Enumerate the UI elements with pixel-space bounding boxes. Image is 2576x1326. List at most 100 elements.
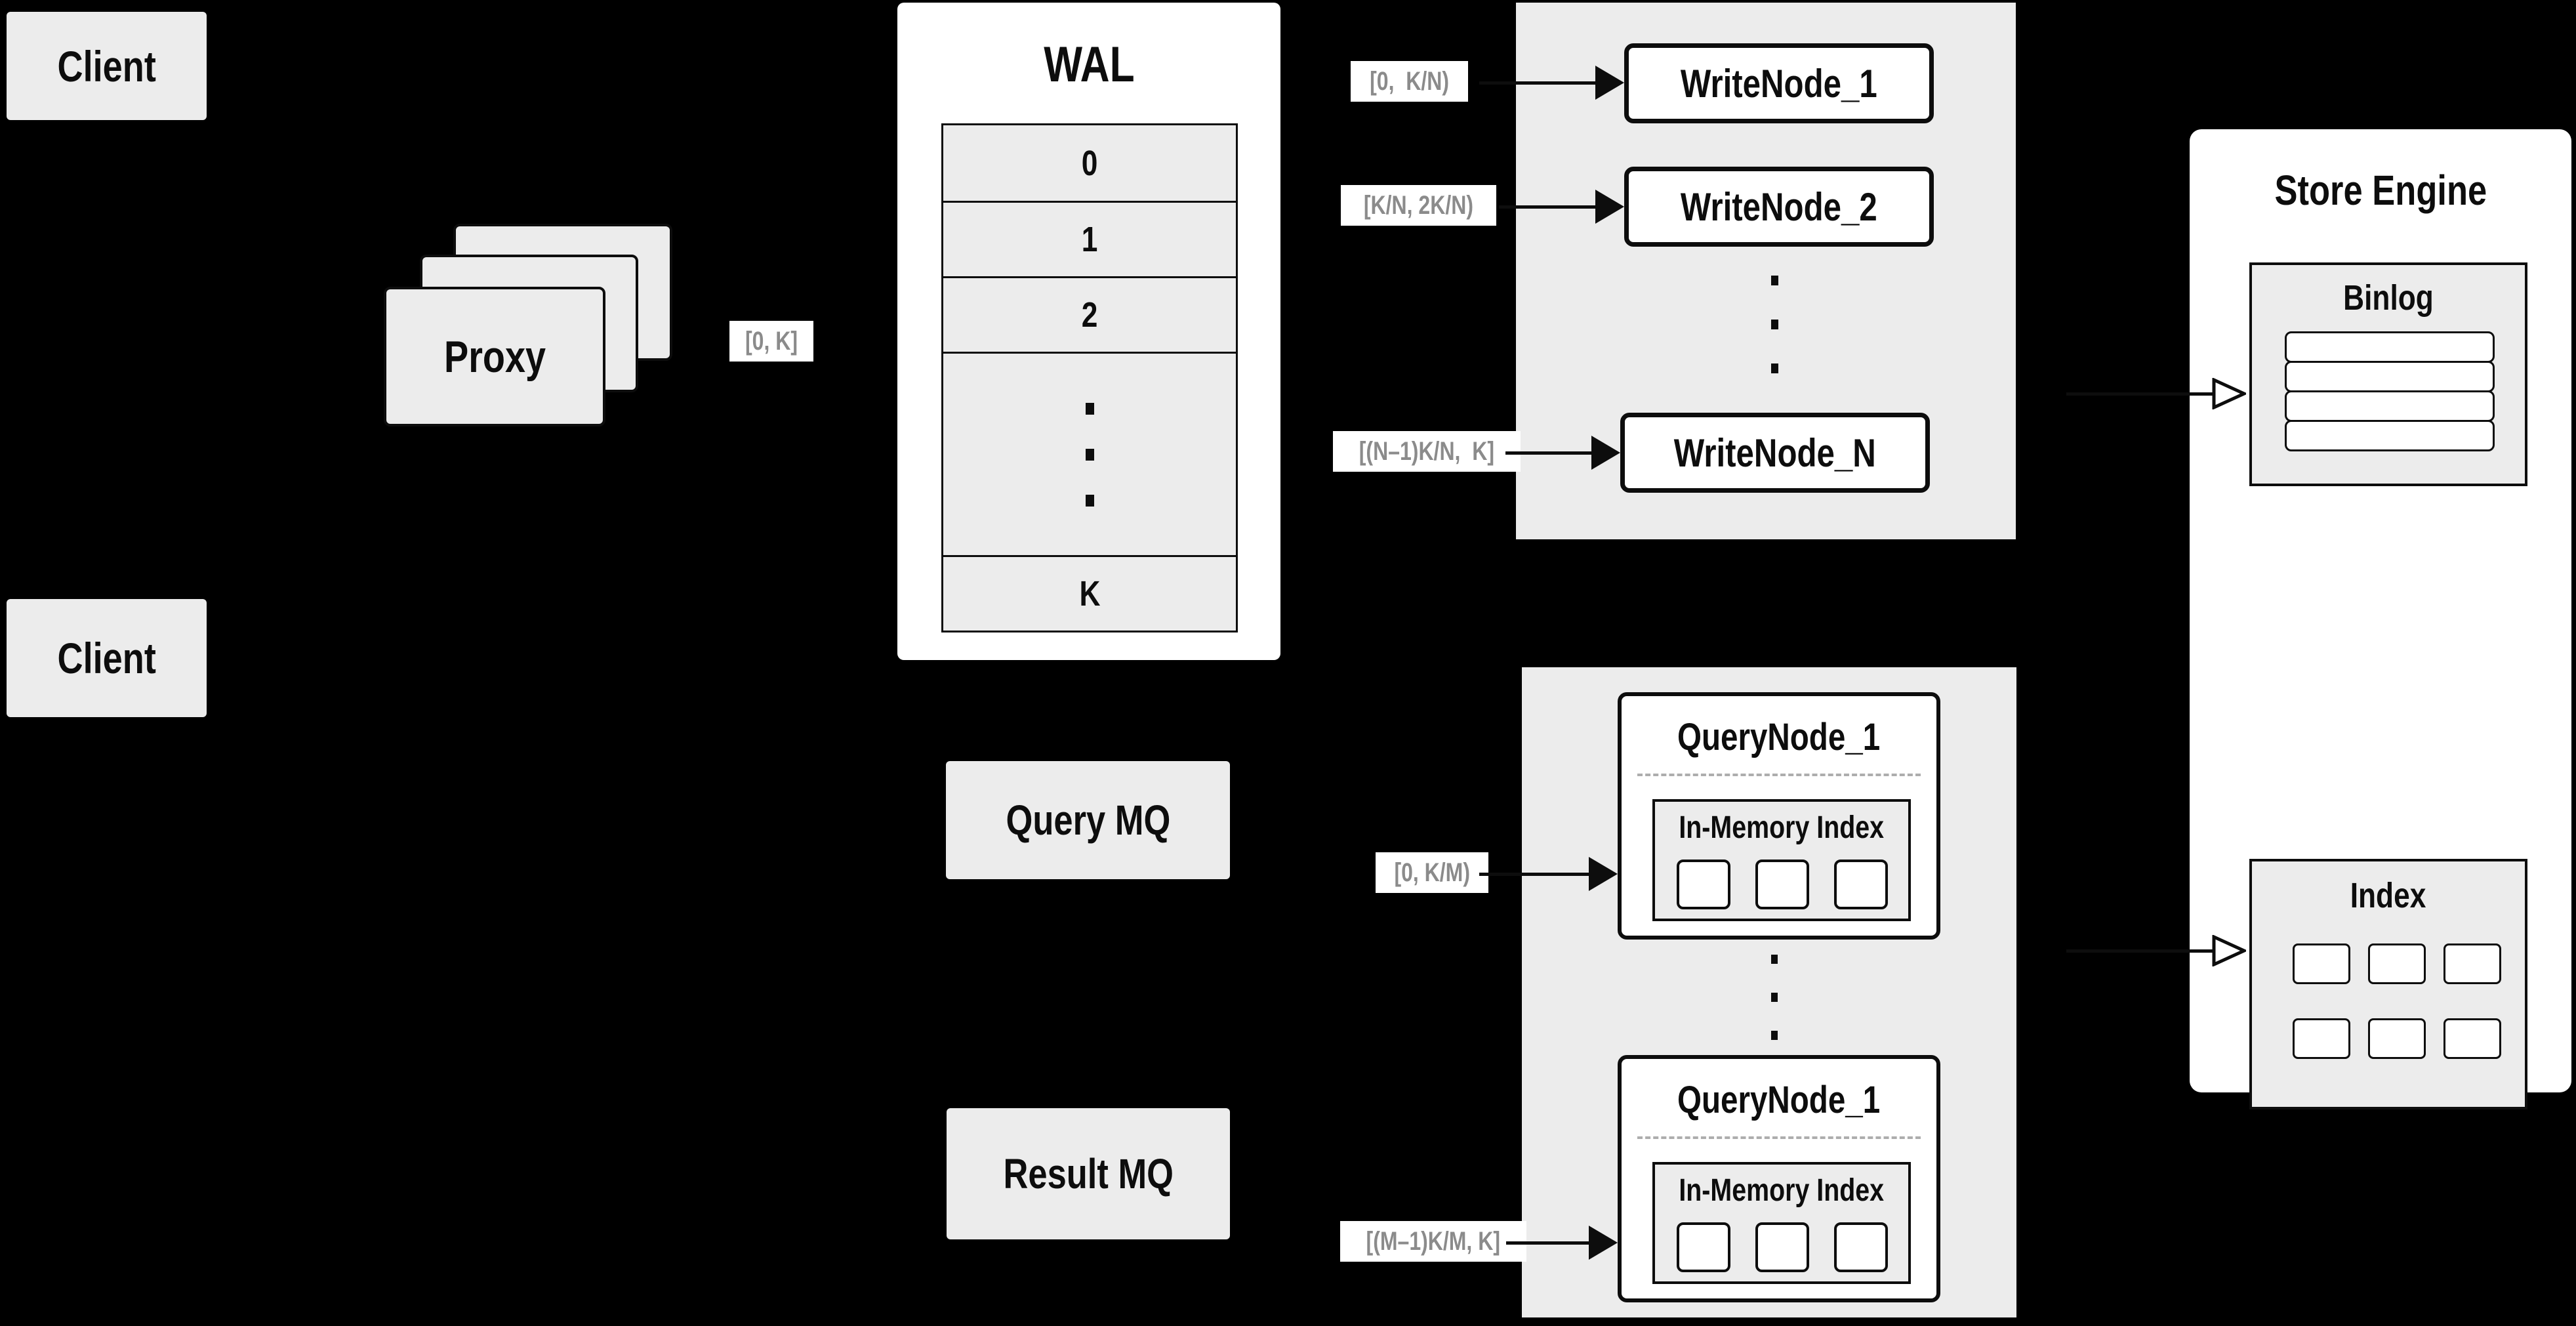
write-node-1-label: WriteNode_1 bbox=[1681, 61, 1877, 106]
index-segment bbox=[2368, 943, 2426, 984]
memory-segment bbox=[1755, 860, 1809, 909]
binlog-title-wrap: Binlog bbox=[2252, 274, 2525, 321]
index-title: Index bbox=[2350, 876, 2426, 915]
query-node-bottom-title-wrap: QueryNode_1 bbox=[1622, 1073, 1936, 1126]
arrow-line-qn-bottom bbox=[1506, 1241, 1591, 1245]
wal-segment-table: 0 1 2 K bbox=[941, 123, 1238, 632]
write-node-2-box: WriteNode_2 bbox=[1624, 167, 1934, 247]
index-segment bbox=[2443, 943, 2501, 984]
write-node-1-box: WriteNode_1 bbox=[1624, 43, 1934, 123]
proxy-label: Proxy bbox=[443, 331, 546, 382]
proxy-box-front: Proxy bbox=[384, 287, 605, 426]
client-box-top: Client bbox=[7, 12, 207, 120]
index-title-wrap: Index bbox=[2252, 872, 2525, 919]
wal-row-1: 1 bbox=[943, 201, 1236, 276]
wal-row-2: 2 bbox=[943, 276, 1236, 352]
arrowhead-qn-top-icon bbox=[1589, 857, 1618, 891]
wal-row-0-label: 0 bbox=[1081, 143, 1098, 183]
arrow-line-wn1 bbox=[1479, 81, 1597, 85]
arrow-line-wnN bbox=[1505, 451, 1594, 455]
query-node-ellipsis-icon bbox=[1771, 955, 1778, 1040]
wal-title-wrap: WAL bbox=[897, 31, 1280, 97]
query-node-bottom-title: QueryNode_1 bbox=[1677, 1078, 1881, 1121]
write-node-ellipsis-icon bbox=[1771, 276, 1778, 373]
wal-title: WAL bbox=[1043, 36, 1135, 93]
wal-row-k: K bbox=[943, 555, 1236, 631]
arrowhead-wn2-icon bbox=[1595, 190, 1624, 224]
arrow-line-index bbox=[2066, 949, 2213, 953]
query-mq-label: Query MQ bbox=[1006, 797, 1170, 844]
client-box-bottom: Client bbox=[7, 599, 207, 717]
in-memory-index-top-title-wrap: In-Memory Index bbox=[1655, 807, 1908, 848]
index-segment bbox=[2293, 943, 2350, 984]
result-mq-box: Result MQ bbox=[947, 1108, 1230, 1239]
query-node-bottom-divider bbox=[1637, 1136, 1921, 1139]
range-label-proxy-to-wal-text: [0, K] bbox=[745, 327, 798, 356]
range-label-wn1: [0, K/N) bbox=[1351, 61, 1469, 102]
arrow-line-binlog bbox=[2066, 392, 2213, 396]
binlog-title: Binlog bbox=[2343, 278, 2434, 318]
range-label-qn-top: [0, K/M) bbox=[1376, 852, 1489, 893]
memory-segment bbox=[1677, 1222, 1730, 1272]
store-engine-box: Store Engine Binlog Index bbox=[2190, 129, 2571, 1109]
arrow-line-qn-top bbox=[1479, 873, 1591, 876]
wal-box: WAL 0 1 2 K bbox=[897, 3, 1280, 660]
query-mq-box: Query MQ bbox=[946, 761, 1230, 879]
query-node-top-box: QueryNode_1 In-Memory Index bbox=[1618, 692, 1940, 940]
write-node-n-box: WriteNode_N bbox=[1620, 413, 1930, 493]
index-segment-grid bbox=[2293, 943, 2501, 1059]
range-label-wn1-text: [0, K/N) bbox=[1370, 67, 1450, 96]
result-mq-label: Result MQ bbox=[1003, 1150, 1174, 1197]
range-label-qn-top-text: [0, K/M) bbox=[1394, 858, 1470, 887]
range-label-proxy-to-wal: [0, K] bbox=[729, 321, 813, 362]
memory-segment bbox=[1677, 860, 1730, 909]
index-box: Index bbox=[2249, 859, 2527, 1109]
store-engine-title-wrap: Store Engine bbox=[2190, 161, 2571, 220]
binlog-row bbox=[2285, 361, 2495, 392]
wal-row-ellipsis bbox=[943, 352, 1236, 555]
in-memory-index-top-box: In-Memory Index bbox=[1652, 799, 1911, 921]
arrowhead-binlog-open-icon bbox=[2212, 378, 2246, 409]
in-memory-index-top-segments bbox=[1677, 860, 1888, 909]
arrowhead-qn-bottom-icon bbox=[1589, 1226, 1618, 1260]
in-memory-index-bottom-title: In-Memory Index bbox=[1679, 1172, 1885, 1208]
in-memory-index-bottom-title-wrap: In-Memory Index bbox=[1655, 1170, 1908, 1211]
write-node-n-label: WriteNode_N bbox=[1673, 430, 1877, 475]
arrowhead-index-open-icon bbox=[2212, 935, 2246, 966]
range-label-qn-bottom-text: [(M–1)K/M, K] bbox=[1366, 1227, 1500, 1256]
vertical-ellipsis-icon bbox=[1085, 402, 1094, 507]
wal-row-k-label: K bbox=[1079, 574, 1100, 613]
query-node-bottom-box: QueryNode_1 In-Memory Index bbox=[1618, 1055, 1940, 1302]
query-node-top-divider bbox=[1637, 774, 1921, 776]
arrowhead-wn1-icon bbox=[1595, 66, 1624, 100]
wal-row-1-label: 1 bbox=[1081, 220, 1098, 259]
binlog-row bbox=[2285, 390, 2495, 422]
arrow-line-wn2 bbox=[1499, 205, 1597, 209]
write-node-2-label: WriteNode_2 bbox=[1681, 184, 1877, 229]
range-label-wn2: [K/N, 2K/N) bbox=[1341, 185, 1496, 226]
index-segment bbox=[2293, 1018, 2350, 1059]
binlog-row bbox=[2285, 331, 2495, 363]
client-bottom-label: Client bbox=[57, 634, 156, 682]
index-segment bbox=[2368, 1018, 2426, 1059]
index-segment bbox=[2443, 1018, 2501, 1059]
store-engine-title: Store Engine bbox=[2274, 167, 2487, 214]
memory-segment bbox=[1755, 1222, 1809, 1272]
wal-row-0: 0 bbox=[943, 125, 1236, 201]
wal-row-2-label: 2 bbox=[1081, 295, 1098, 335]
range-label-qn-bottom: [(M–1)K/M, K] bbox=[1340, 1221, 1526, 1262]
arrowhead-wnN-icon bbox=[1591, 436, 1620, 470]
query-node-top-title-wrap: QueryNode_1 bbox=[1622, 711, 1936, 763]
binlog-box: Binlog bbox=[2249, 262, 2527, 486]
range-label-wnN-text: [(N–1)K/N, K] bbox=[1359, 437, 1495, 466]
range-label-wnN: [(N–1)K/N, K] bbox=[1333, 431, 1521, 472]
query-node-top-title: QueryNode_1 bbox=[1677, 715, 1881, 758]
client-top-label: Client bbox=[57, 41, 156, 91]
memory-segment bbox=[1834, 860, 1888, 909]
range-label-wn2-text: [K/N, 2K/N) bbox=[1363, 191, 1474, 220]
in-memory-index-bottom-segments bbox=[1677, 1222, 1888, 1272]
in-memory-index-bottom-box: In-Memory Index bbox=[1652, 1162, 1911, 1284]
binlog-rows bbox=[2285, 331, 2495, 451]
binlog-row bbox=[2285, 420, 2495, 451]
